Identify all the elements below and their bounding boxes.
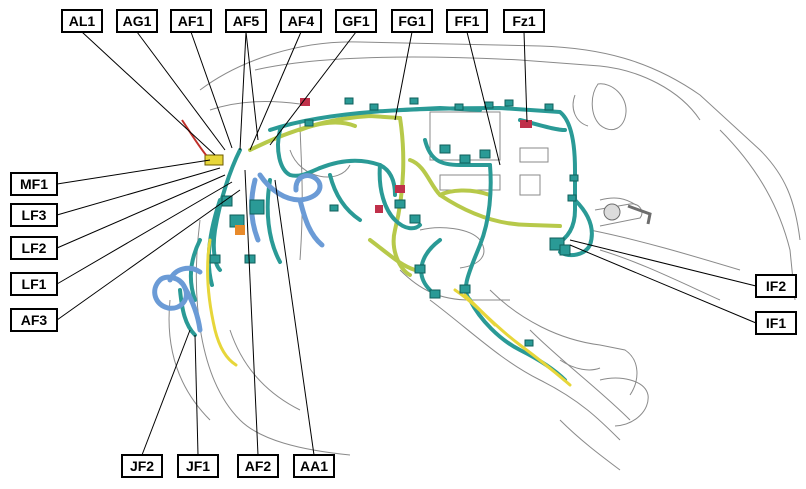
label-GF1: GF1 bbox=[335, 9, 377, 33]
svg-text:IF2: IF2 bbox=[766, 278, 786, 294]
label-FG1: FG1 bbox=[391, 9, 433, 33]
svg-text:AF3: AF3 bbox=[21, 312, 48, 328]
svg-text:LF3: LF3 bbox=[22, 207, 47, 223]
label-AF3: AF3 bbox=[10, 308, 58, 332]
label-AF4: AF4 bbox=[280, 9, 322, 33]
leader-lines bbox=[56, 31, 757, 456]
label-MF1: MF1 bbox=[10, 172, 58, 196]
svg-text:Fz1: Fz1 bbox=[512, 13, 536, 29]
svg-text:JF1: JF1 bbox=[186, 458, 210, 474]
label-JF2: JF2 bbox=[121, 454, 163, 478]
label-AF1: AF1 bbox=[170, 9, 212, 33]
svg-text:AF2: AF2 bbox=[245, 458, 272, 474]
label-IF1: IF1 bbox=[755, 311, 797, 335]
svg-text:LF1: LF1 bbox=[22, 276, 47, 292]
yellow-harness bbox=[206, 238, 572, 387]
svg-text:MF1: MF1 bbox=[20, 176, 48, 192]
connector-blocks bbox=[181, 97, 579, 347]
svg-text:AL1: AL1 bbox=[69, 13, 96, 29]
label-LF3: LF3 bbox=[10, 203, 58, 227]
label-AF2: AF2 bbox=[237, 454, 279, 478]
label-LF2: LF2 bbox=[10, 236, 58, 260]
svg-text:JF2: JF2 bbox=[130, 458, 154, 474]
svg-text:FF1: FF1 bbox=[455, 13, 480, 29]
svg-text:GF1: GF1 bbox=[342, 13, 369, 29]
svg-text:AA1: AA1 bbox=[300, 458, 328, 474]
svg-text:AF4: AF4 bbox=[288, 13, 315, 29]
label-AA1: AA1 bbox=[293, 454, 335, 478]
svg-text:AF5: AF5 bbox=[233, 13, 260, 29]
svg-text:IF1: IF1 bbox=[766, 315, 786, 331]
svg-text:AF1: AF1 bbox=[178, 13, 205, 29]
svg-text:LF2: LF2 bbox=[22, 240, 47, 256]
label-AF5: AF5 bbox=[225, 9, 267, 33]
airbag-harness bbox=[152, 172, 325, 333]
label-LF1: LF1 bbox=[10, 272, 58, 296]
main-harness bbox=[178, 106, 594, 382]
ignition-switch bbox=[594, 203, 652, 227]
label-AG1: AG1 bbox=[116, 9, 158, 33]
label-IF2: IF2 bbox=[755, 274, 797, 298]
svg-text:AG1: AG1 bbox=[123, 13, 152, 29]
label-FF1: FF1 bbox=[446, 9, 488, 33]
label-AL1: AL1 bbox=[61, 9, 103, 33]
label-JF1: JF1 bbox=[177, 454, 219, 478]
secondary-harness bbox=[248, 114, 562, 277]
label-Fz1: Fz1 bbox=[503, 9, 545, 33]
svg-text:FG1: FG1 bbox=[398, 13, 425, 29]
